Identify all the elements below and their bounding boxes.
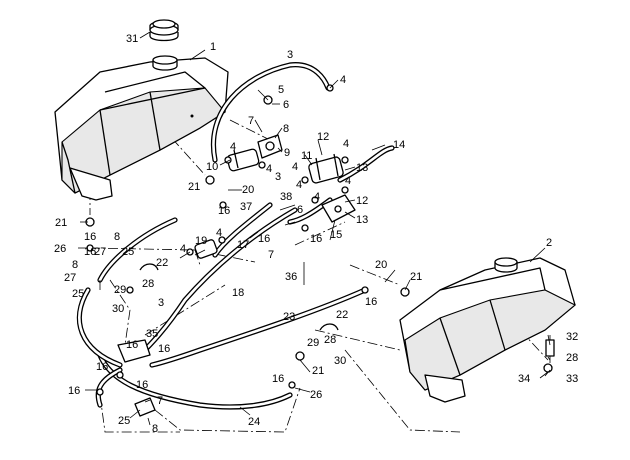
callout-22: 22 [156, 257, 168, 269]
callout-4: 4 [296, 179, 302, 191]
callout-4: 4 [180, 243, 186, 255]
left-fuel-tank [54, 55, 229, 201]
callout-26: 26 [310, 389, 322, 401]
fuel-filter [226, 148, 260, 172]
callout-23: 23 [283, 311, 295, 323]
callout-12: 12 [356, 195, 368, 207]
callout-4: 4 [343, 138, 349, 150]
callout-25: 25 [118, 415, 130, 427]
callout-30: 30 [112, 303, 124, 315]
callout-28: 28 [142, 278, 154, 290]
callout-16: 16 [126, 339, 138, 351]
callout-4: 4 [314, 191, 320, 203]
callout-10: 10 [206, 161, 218, 173]
callout-31: 31 [126, 33, 138, 45]
callout-8: 8 [283, 123, 289, 135]
callout-4: 4 [345, 175, 351, 187]
y-connector-35 [117, 339, 151, 363]
callout-35: 35 [146, 328, 158, 340]
callout-16: 16 [136, 379, 148, 391]
clamp-22-left [139, 263, 159, 271]
hose-fittings [85, 84, 555, 396]
callout-20: 20 [242, 184, 254, 196]
callout-12: 12 [317, 131, 329, 143]
callout-21: 21 [55, 217, 67, 229]
callout-27: 27 [94, 246, 106, 258]
callout-13: 13 [356, 162, 368, 174]
callout-16: 16 [84, 246, 96, 258]
callout-30: 30 [334, 355, 346, 367]
callout-4: 4 [340, 74, 346, 86]
callout-16: 16 [158, 343, 170, 355]
callout-28: 28 [324, 334, 336, 346]
fuel-cap-left [149, 19, 179, 42]
callout-16: 16 [84, 231, 96, 243]
callout-21: 21 [410, 271, 422, 283]
callout-34: 34 [518, 373, 530, 385]
callout-27: 27 [64, 272, 76, 284]
callout-20: 20 [375, 259, 387, 271]
callout-21: 21 [188, 181, 200, 193]
callout-3: 3 [287, 49, 293, 61]
callout-21: 21 [312, 365, 324, 377]
callout-5: 5 [278, 84, 284, 96]
callout-8: 8 [152, 423, 158, 435]
check-valve [194, 239, 218, 259]
callout-7: 7 [157, 395, 163, 407]
callout-29: 29 [114, 284, 126, 296]
fuel-hoses [76, 62, 395, 410]
callout-18: 18 [232, 287, 244, 299]
clamp-22-right [319, 323, 339, 331]
callout-32: 32 [566, 331, 578, 343]
callout-8: 8 [72, 259, 78, 271]
callout-2: 2 [546, 237, 552, 249]
callout-7: 7 [248, 115, 254, 127]
callout-38: 38 [280, 191, 292, 203]
callout-26: 26 [54, 243, 66, 255]
callout-16: 16 [218, 205, 230, 217]
callout-28: 28 [566, 352, 578, 364]
right-fuel-tank [399, 257, 576, 403]
callout-16: 16 [258, 233, 270, 245]
callout-14: 14 [393, 139, 405, 151]
callout-4: 4 [216, 227, 222, 239]
callout-labels: 1 2 31 3 4 5 6 7 8 9 4 10 4 3 21 20 12 4… [54, 33, 578, 435]
fuel-pump [308, 153, 344, 184]
callout-33: 33 [566, 373, 578, 385]
callout-37: 37 [240, 201, 252, 213]
callout-25: 25 [122, 246, 134, 258]
callout-25: 25 [72, 288, 84, 300]
callout-11: 11 [301, 150, 312, 162]
callout-29: 29 [307, 337, 319, 349]
callout-3: 3 [158, 297, 164, 309]
callout-16: 16 [272, 373, 284, 385]
callout-22: 22 [336, 309, 348, 321]
callout-36: 36 [285, 271, 297, 283]
callout-19: 19 [195, 235, 207, 247]
callout-16: 16 [96, 361, 108, 373]
callout-3: 3 [275, 171, 281, 183]
callout-16: 16 [365, 296, 377, 308]
leader-lines [78, 31, 551, 426]
callout-4: 4 [230, 141, 236, 153]
callout-16: 16 [310, 233, 322, 245]
callout-4: 4 [266, 163, 272, 175]
callout-15: 15 [330, 229, 342, 241]
callout-24: 24 [248, 416, 260, 428]
callout-17: 17 [237, 239, 249, 251]
callout-1: 1 [210, 41, 216, 53]
callout-9: 9 [284, 147, 290, 159]
clamp-9 [257, 134, 283, 159]
callout-6: 6 [297, 204, 303, 216]
clamp-7-bottom [134, 397, 156, 417]
callout-8: 8 [114, 231, 120, 243]
callout-6: 6 [283, 99, 289, 111]
callout-7: 7 [268, 249, 274, 261]
callout-4: 4 [292, 161, 298, 173]
callout-16: 16 [68, 385, 80, 397]
callout-13: 13 [356, 214, 368, 226]
